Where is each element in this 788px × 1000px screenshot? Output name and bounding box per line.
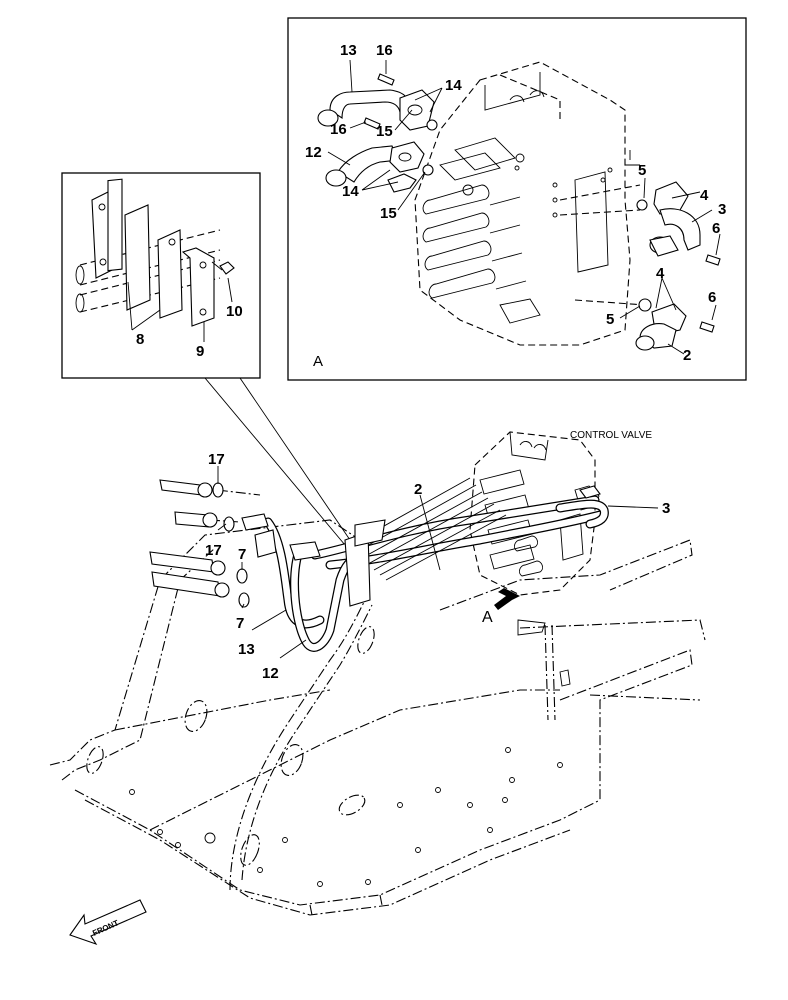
callout-17: 17 — [205, 542, 222, 559]
callout-8: 8 — [136, 331, 144, 348]
bolt-16-icons — [363, 73, 395, 130]
flange-14-oring-15-detail — [387, 119, 438, 193]
callout-10: 10 — [226, 303, 243, 320]
detail-a-leaders — [327, 59, 721, 355]
callout-6: 6 — [708, 289, 716, 306]
hose-clamp-bracket — [354, 519, 386, 547]
callout-14: 14 — [445, 77, 462, 94]
part-2-4-elbow-detail — [635, 298, 715, 351]
callout-14: 14 — [342, 183, 359, 200]
callout-4: 4 — [700, 187, 709, 204]
upper-frame-outline — [49, 519, 706, 916]
callout-5: 5 — [638, 162, 646, 179]
callout-13: 13 — [340, 42, 357, 59]
callout-5: 5 — [606, 311, 614, 328]
left-pipes — [149, 479, 261, 608]
part-3-4-elbow-detail — [636, 181, 721, 266]
bolt-10-part — [211, 261, 235, 275]
part-13-elbow-hose-detail — [317, 89, 435, 131]
callout-15: 15 — [380, 205, 397, 222]
control-valve-detail — [414, 61, 646, 346]
frame-bolt-holes — [129, 747, 563, 887]
main-assembly: CONTROL VALVE — [49, 430, 706, 916]
main-leaders — [217, 466, 659, 659]
callout-16: 16 — [376, 42, 393, 59]
callout-17: 17 — [208, 451, 225, 468]
valve-spools — [422, 137, 541, 324]
bolt-10-leader — [227, 277, 233, 303]
callout-13: 13 — [238, 641, 255, 658]
callout-6: 6 — [712, 220, 720, 237]
detail-view-a-frame — [287, 17, 747, 381]
callout-7: 7 — [236, 615, 244, 632]
view-a-arrow-label: A — [482, 609, 493, 626]
callout-9: 9 — [196, 343, 204, 360]
detail-clamp-box: 10 8 9 — [61, 172, 351, 546]
callout-15: 15 — [376, 123, 393, 140]
detail-view-a-label: A — [313, 353, 323, 370]
part-12-elbow-hose-detail — [325, 141, 425, 187]
callout-2: 2 — [414, 481, 422, 498]
clamp-8-leader — [127, 281, 161, 331]
detail-pointer-lines — [204, 377, 351, 546]
callout-4: 4 — [656, 265, 665, 282]
callout-7: 7 — [238, 546, 246, 563]
control-valve-main — [469, 431, 600, 596]
detail-clamp-frame — [61, 172, 261, 379]
callout-3: 3 — [662, 500, 670, 517]
view-a-arrow — [494, 588, 520, 610]
control-valve-label: CONTROL VALVE — [570, 430, 652, 441]
callout-12: 12 — [262, 665, 279, 682]
detail-view-a: A — [287, 17, 747, 381]
plate-9-part — [181, 247, 215, 327]
callout-12: 12 — [305, 144, 322, 161]
callout-3: 3 — [718, 201, 726, 218]
elbow-3-main — [555, 485, 609, 529]
front-direction-arrow: FRONT — [69, 899, 147, 946]
hose-fittings-main — [241, 513, 321, 561]
callout-2: 2 — [683, 347, 691, 364]
clamp-8-parts — [91, 178, 183, 319]
callout-16: 16 — [330, 121, 347, 138]
